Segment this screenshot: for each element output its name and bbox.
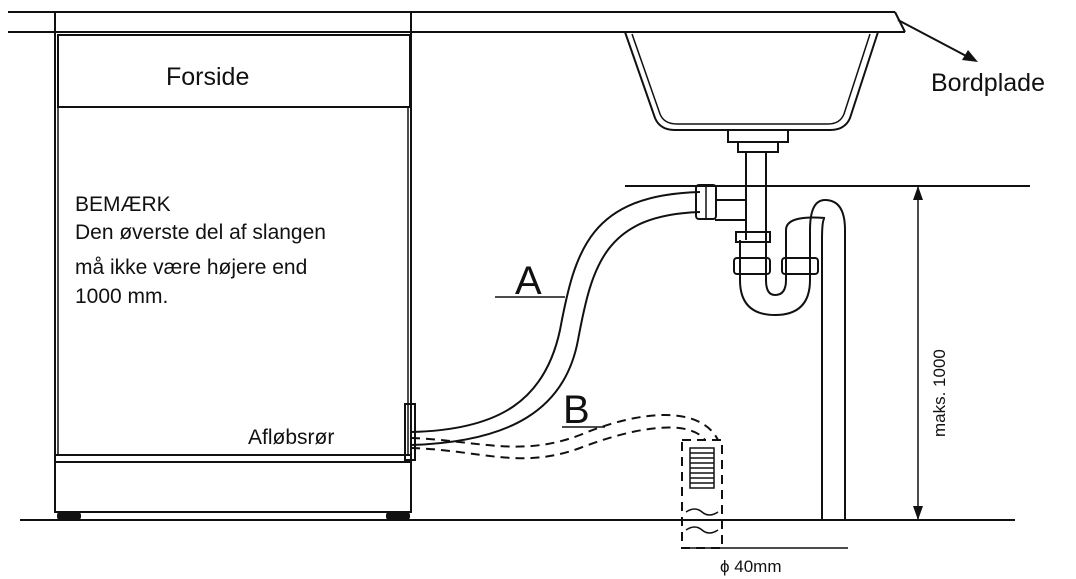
sink-basin [624, 31, 879, 240]
hose-a-label: A [515, 259, 542, 303]
max-height-label: maks. 1000 [930, 349, 949, 437]
floor-drain [681, 439, 723, 549]
note-line-3: 1000 mm. [75, 285, 168, 308]
countertop-label: Bordplade [931, 69, 1045, 97]
note-line-1: Den øverste del af slangen [75, 221, 326, 244]
note-heading: BEMÆRK [75, 193, 171, 216]
dishwasher [54, 11, 416, 520]
countertop-pointer [897, 19, 978, 62]
max-height-dimension [913, 186, 923, 520]
dishwasher-foot-left [57, 512, 81, 520]
drain-pipe-label: Afløbsrør [248, 426, 334, 449]
hose-b-label: B [563, 388, 590, 432]
diameter-label: ϕ 40mm [720, 557, 781, 576]
drain-grate-icon [690, 452, 714, 484]
front-label: Forside [166, 63, 249, 91]
note-line-2: må ikke være højere end [75, 256, 307, 279]
countertop [8, 11, 906, 33]
hose-b [410, 414, 719, 460]
hose-a [410, 184, 717, 446]
p-trap [715, 198, 846, 520]
dishwasher-foot-right [386, 512, 410, 520]
